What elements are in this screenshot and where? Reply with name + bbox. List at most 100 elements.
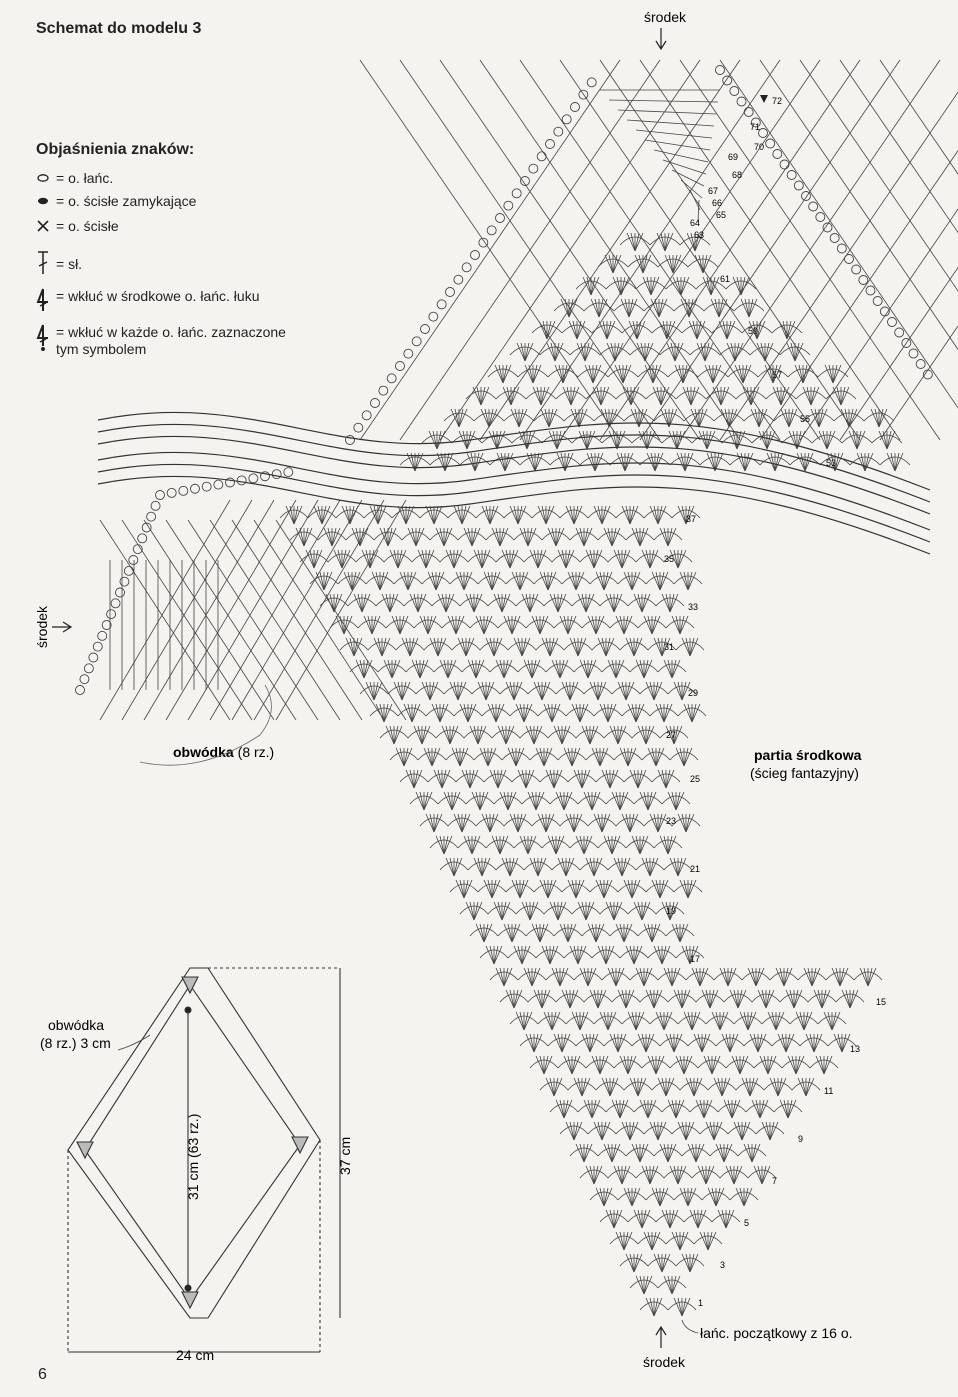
stitch-post [499, 527, 509, 547]
stitch-post [599, 1055, 609, 1075]
stitch-post [461, 505, 467, 525]
stitch-post [534, 452, 540, 472]
stitch-post [399, 571, 409, 591]
legend-item-slip-stitch: = o. ścisłe zamykające [34, 193, 196, 210]
stitch-post [627, 571, 633, 591]
stitch-post [659, 703, 665, 723]
stitch-post [665, 769, 671, 789]
stitch-post [511, 615, 521, 635]
stitch-post [467, 703, 473, 723]
stitch-post [501, 725, 507, 745]
stitch-post [639, 967, 645, 987]
stitch-post [620, 276, 630, 296]
stitch-post [641, 549, 651, 569]
stitch-post [729, 1033, 735, 1053]
stitch-post [653, 989, 663, 1009]
stitch-post [641, 1033, 647, 1053]
grid-line [617, 109, 717, 115]
stitch-post [545, 505, 555, 525]
stitch-post [659, 879, 669, 899]
grid-line [662, 159, 707, 175]
stitch-post [794, 342, 800, 362]
stitch-post [539, 879, 549, 899]
stitch-post [645, 1033, 651, 1053]
stitch-post [532, 364, 542, 384]
stitch-post [521, 901, 531, 921]
stitch-post [695, 1143, 705, 1163]
stitch-post [817, 989, 823, 1009]
stitch-post [425, 681, 431, 701]
stitch-post [833, 1033, 843, 1053]
stitch-post [457, 505, 463, 525]
stitch-post [669, 1209, 679, 1229]
stitch-post [625, 681, 635, 701]
stitch-post [841, 1033, 847, 1053]
stitch-post [765, 989, 771, 1009]
stitch-post [389, 549, 399, 569]
stitch-post [576, 320, 582, 340]
stitch-post [667, 835, 677, 855]
stitch-post [720, 408, 730, 428]
stitch-post [571, 1055, 577, 1075]
stitch-post [756, 320, 762, 340]
stitch-post [579, 527, 585, 547]
stitch-post [689, 945, 699, 965]
stitch-post [840, 408, 850, 428]
stitch-post [680, 298, 690, 318]
stitch-post [795, 1055, 801, 1075]
stitch-post [649, 1165, 659, 1185]
stitch-post [593, 813, 603, 833]
stitch-post [629, 1253, 635, 1273]
stitch-post [527, 527, 537, 547]
dimension-dot [184, 1006, 192, 1014]
stitch-post [393, 681, 403, 701]
stitch-post [679, 615, 685, 635]
stitch-post [603, 1187, 613, 1207]
stitch-post [684, 298, 690, 318]
stitch-post [802, 386, 812, 406]
stitch-post [440, 452, 446, 472]
stitch-post [637, 725, 647, 745]
stitch-post [613, 1209, 619, 1229]
stitch-post [585, 901, 591, 921]
stitch-post [780, 386, 790, 406]
stitch-post [619, 1231, 625, 1251]
stitch-post [519, 835, 529, 855]
stitch-post [473, 725, 479, 745]
stitch-post [443, 659, 449, 679]
stitch-post [668, 430, 678, 450]
picot [345, 435, 355, 445]
stitch-post [509, 857, 519, 877]
stitch-post [672, 430, 678, 450]
stitch-post [289, 505, 295, 525]
stitch-post [766, 430, 772, 450]
stitch-post [480, 408, 490, 428]
stitch-post [575, 527, 585, 547]
stitch-post [661, 1253, 671, 1273]
stitch-post [575, 703, 581, 723]
grid-line [209, 519, 341, 721]
stitch-post [568, 298, 578, 318]
stitch-post [546, 320, 552, 340]
stitch-post [513, 989, 523, 1009]
stitch-post [699, 967, 709, 987]
stitch-post [303, 527, 309, 547]
picot [908, 348, 919, 359]
stitch-post [848, 430, 858, 450]
stitch-post [764, 342, 770, 362]
stitch-post [667, 527, 677, 547]
stitch-post [293, 505, 303, 525]
stitch-post [823, 1011, 833, 1031]
stitch-post [745, 1077, 751, 1097]
stitch-post [722, 320, 728, 340]
stitch-post [661, 593, 671, 613]
stitch-post [451, 791, 461, 811]
stitch-post [702, 254, 708, 274]
picot [428, 311, 439, 322]
stitch-post [579, 835, 585, 855]
stitch-post [645, 725, 651, 745]
stitch-post [563, 923, 569, 943]
stitch-post [603, 1143, 613, 1163]
stitch-post [630, 386, 640, 406]
stitch-post [459, 879, 465, 899]
